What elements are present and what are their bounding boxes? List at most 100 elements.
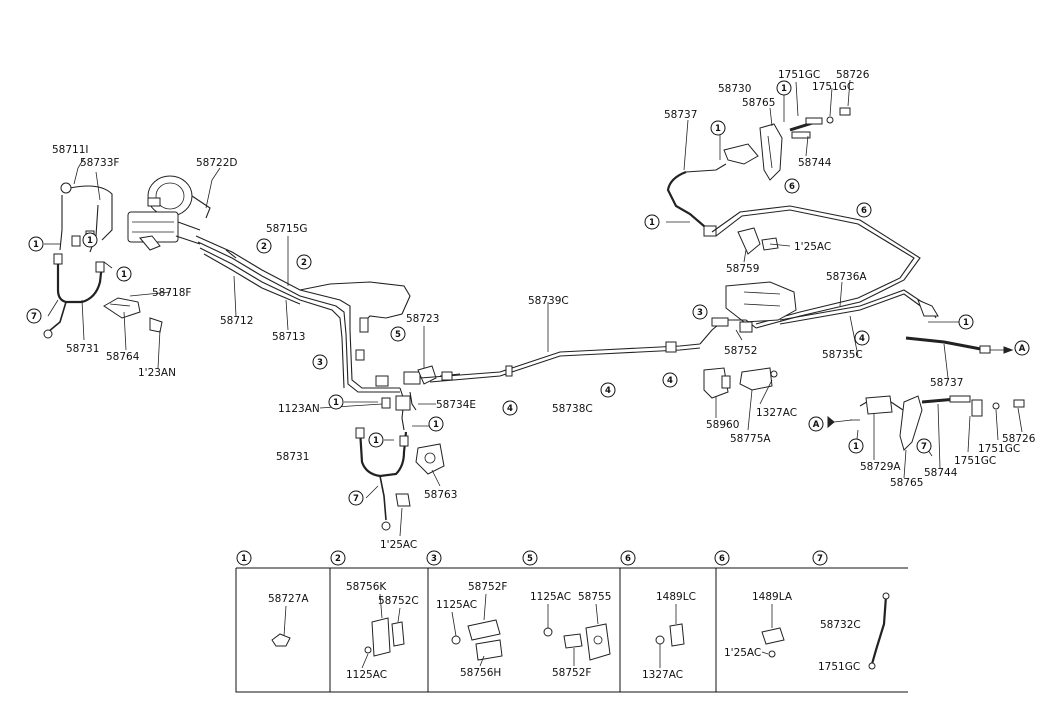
svg-text:1: 1 — [241, 554, 247, 564]
label-58960: 58960 — [706, 419, 739, 431]
callout-6: 6 — [856, 202, 872, 218]
svg-text:1: 1 — [373, 436, 379, 446]
callout-1: 1 — [328, 394, 344, 410]
inset-1-label: 58727A — [268, 593, 309, 605]
svg-text:3: 3 — [317, 358, 323, 368]
label-58718F: 58718F — [152, 287, 191, 299]
svg-text:4: 4 — [605, 386, 611, 396]
label-58735C: 58735C — [822, 349, 863, 361]
label-58713: 58713 — [272, 331, 305, 343]
svg-text:5: 5 — [527, 554, 533, 564]
label-58737-right: 58737 — [930, 377, 963, 389]
inset-7-l2: 1751GC — [818, 661, 860, 673]
label-58775A: 58775A — [730, 433, 771, 445]
callout-1: 1 — [82, 232, 98, 248]
svg-text:4: 4 — [507, 404, 513, 414]
label-1751GC-b: 1751GC — [812, 81, 854, 93]
inset-3-l1: 58752F — [468, 581, 507, 593]
label-58765-bot: 58765 — [890, 477, 923, 489]
callout-4: 4 — [662, 372, 678, 388]
label-58712: 58712 — [220, 315, 253, 327]
connector-a-left — [808, 416, 824, 432]
main-brake-line-bundle — [195, 235, 701, 531]
inset-2-l3: 1125AC — [346, 669, 387, 681]
left-front-assembly — [43, 175, 211, 339]
label-1751GC-d: 1751GC — [978, 443, 1020, 455]
clip-part — [271, 633, 291, 647]
callout-1: 1 — [428, 416, 444, 432]
callout-7: 7 — [26, 308, 42, 324]
svg-text:3: 3 — [697, 308, 703, 318]
label-1125AC-bottom: 1'25AC — [380, 539, 417, 551]
label-58723: 58723 — [406, 313, 439, 325]
svg-text:1: 1 — [87, 236, 93, 246]
label-1123AN-left: 1'23AN — [138, 367, 176, 379]
svg-text:7: 7 — [31, 312, 37, 322]
callout-7: 7 — [916, 438, 932, 454]
connector-a-right — [1014, 340, 1030, 356]
part-labels: 58711I 58733F 58722D 58715G 58718F 58712… — [52, 69, 1036, 551]
inset-header-6b: 6 — [714, 550, 730, 566]
callout-1: 1 — [116, 266, 132, 282]
label-58752: 58752 — [724, 345, 757, 357]
label-58730: 58730 — [718, 83, 751, 95]
inset-5-l3: 58752F — [552, 667, 591, 679]
callout-1: 1 — [958, 314, 974, 330]
inset-2-l1: 58756K — [346, 581, 387, 593]
label-58736A: 58736A — [826, 271, 867, 283]
svg-text:1: 1 — [333, 398, 339, 408]
label-58731-left: 58731 — [66, 343, 99, 355]
label-58765-top: 58765 — [742, 97, 775, 109]
svg-text:2: 2 — [335, 554, 341, 564]
svg-text:6: 6 — [719, 554, 725, 564]
svg-text:1: 1 — [715, 124, 721, 134]
inset-header-2: 2 — [330, 550, 346, 566]
svg-text:1: 1 — [121, 270, 127, 280]
label-58733F: 58733F — [80, 157, 119, 169]
svg-text:1: 1 — [781, 84, 787, 94]
inset-3-l2: 1125AC — [436, 599, 477, 611]
label-1125AC-right: 1'25AC — [794, 241, 831, 253]
label-58715G: 58715G — [266, 223, 308, 235]
svg-text:2: 2 — [301, 258, 307, 268]
svg-text:1: 1 — [433, 420, 439, 430]
rear-assembly — [666, 107, 1025, 451]
callout-3: 3 — [692, 304, 708, 320]
callout-2: 2 — [256, 238, 272, 254]
label-58763: 58763 — [424, 489, 457, 501]
label-58729A: 58729A — [860, 461, 901, 473]
inset-header-1: 1 — [236, 550, 252, 566]
inset-2-l2: 58752C — [378, 595, 419, 607]
callout-1: 1 — [848, 438, 864, 454]
label-1123AN-mid: 1123AN — [278, 403, 320, 415]
inset-detail-table: 1 2 3 5 6 6 7 58727A 58756K 58752C 1125A… — [235, 550, 908, 693]
svg-text:1: 1 — [649, 218, 655, 228]
callout-2: 2 — [296, 254, 312, 270]
svg-text:6: 6 — [861, 206, 867, 216]
label-58726-top: 58726 — [836, 69, 870, 81]
inset-7-l1: 58732C — [820, 619, 861, 631]
connector-a-right-label: A — [1019, 344, 1026, 354]
inset-6b-l2: 1'25AC — [724, 647, 761, 659]
callout-6: 6 — [784, 178, 800, 194]
svg-text:4: 4 — [859, 334, 865, 344]
callout-1: 1 — [710, 120, 726, 136]
callout-1: 1 — [28, 236, 44, 252]
label-58726-bot: 58726 — [1002, 433, 1036, 445]
label-58744-bot: 58744 — [924, 467, 958, 479]
inset-5-l1: 1125AC — [530, 591, 571, 603]
svg-text:5: 5 — [395, 330, 401, 340]
connector-letters: A A — [808, 340, 1030, 432]
callout-4: 4 — [502, 400, 518, 416]
callout-5: 5 — [390, 326, 406, 342]
label-1327AC: 1327AC — [756, 407, 797, 419]
label-58722D: 58722D — [196, 157, 238, 169]
callout-3: 3 — [312, 354, 328, 370]
inset-3-l3: 58756H — [460, 667, 501, 679]
label-58737-top: 58737 — [664, 109, 697, 121]
svg-text:2: 2 — [261, 242, 267, 252]
callout-1: 1 — [644, 214, 660, 230]
label-58759: 58759 — [726, 263, 759, 275]
label-58744-top: 58744 — [798, 157, 832, 169]
label-58739C: 58739C — [528, 295, 569, 307]
